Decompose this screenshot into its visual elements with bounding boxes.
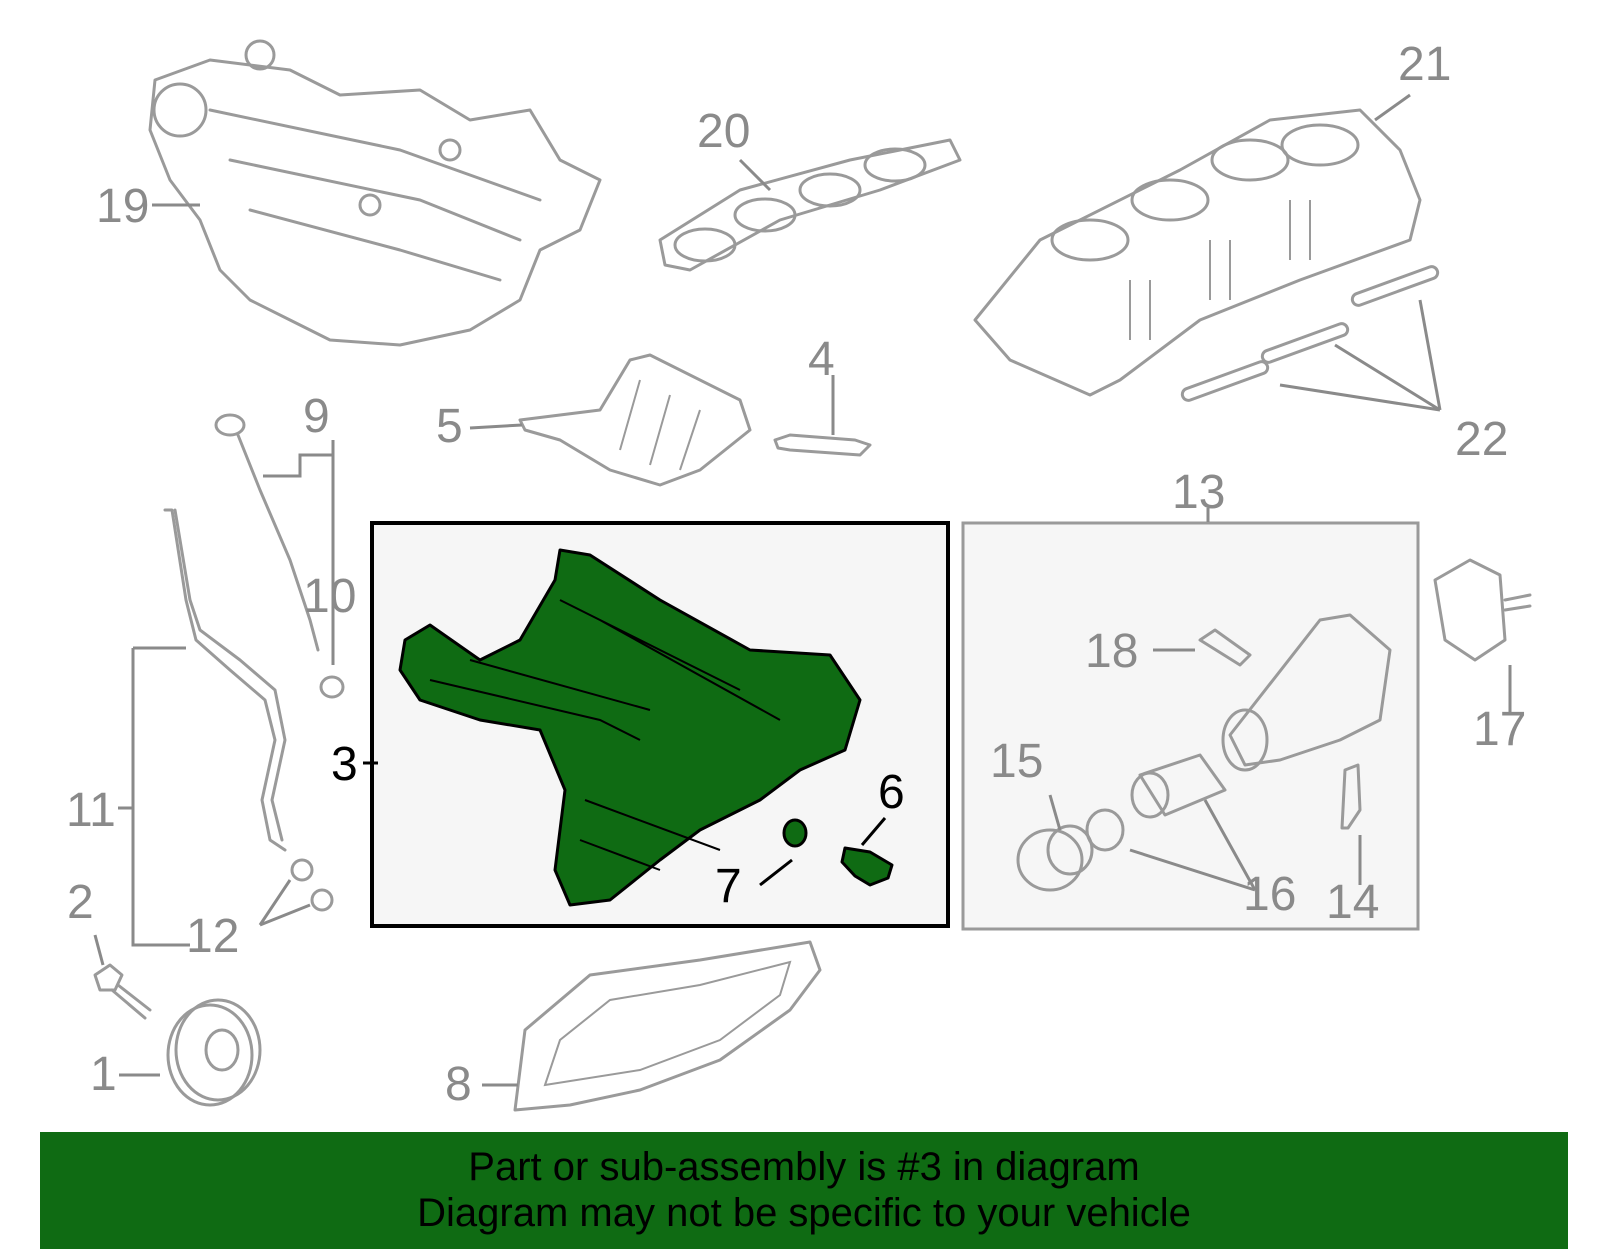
part-9-dipstick[interactable] — [214, 413, 320, 652]
callout-16[interactable]: 16 — [1243, 868, 1296, 921]
callout-2[interactable]: 2 — [67, 876, 94, 929]
notice-banner: Part or sub-assembly is #3 in diagram Di… — [40, 1132, 1568, 1249]
part-8-lower-oil-pan[interactable] — [513, 940, 822, 1112]
part-17-oil-cooler[interactable] — [1433, 558, 1532, 662]
callout-9[interactable]: 9 — [303, 390, 330, 443]
part-14-gasket[interactable] — [1340, 763, 1362, 830]
part-3-oil-pan[interactable] — [398, 548, 862, 907]
part-10-o-ring[interactable] — [319, 675, 345, 699]
part-11-dipstick-tube[interactable] — [163, 508, 287, 852]
banner-line-2: Diagram may not be specific to your vehi… — [417, 1191, 1191, 1235]
callout-19[interactable]: 19 — [96, 180, 149, 233]
callout-5[interactable]: 5 — [436, 400, 463, 453]
callout-20[interactable]: 20 — [697, 105, 750, 158]
part-2-bolt[interactable] — [93, 963, 152, 1020]
part-22-gaskets[interactable] — [1180, 265, 1440, 402]
callouts: 19 20 21 22 5 4 9 10 11 12 2 1 8 3 6 7 1… — [66, 38, 1526, 1111]
part-6-drain-plug[interactable] — [840, 846, 894, 887]
callout-21[interactable]: 21 — [1398, 38, 1451, 91]
callout-17[interactable]: 17 — [1473, 703, 1526, 756]
callout-10[interactable]: 10 — [303, 570, 356, 623]
callout-14[interactable]: 14 — [1326, 876, 1379, 929]
callout-12[interactable]: 12 — [186, 910, 239, 963]
callout-6[interactable]: 6 — [878, 766, 905, 819]
part-18-gasket[interactable] — [1198, 628, 1252, 667]
part-20-intake-gasket[interactable] — [658, 138, 962, 272]
callout-11[interactable]: 11 — [66, 784, 116, 837]
callout-8[interactable]: 8 — [445, 1058, 472, 1111]
part-12-seals[interactable] — [290, 858, 334, 912]
part-7-washer[interactable] — [782, 818, 808, 848]
part-21-intake-manifold-lower[interactable] — [973, 108, 1422, 397]
leader-lines — [93, 93, 1512, 1087]
part-16-oil-filter[interactable] — [1085, 753, 1227, 852]
oil-filter-housing[interactable] — [1221, 613, 1392, 772]
part-1-pulley[interactable] — [166, 998, 262, 1107]
callout-4[interactable]: 4 — [808, 333, 835, 386]
part-15-filter-cap[interactable] — [1016, 824, 1094, 892]
callout-3[interactable]: 3 — [331, 738, 358, 791]
part-19-intake-manifold[interactable] — [148, 39, 602, 347]
callout-18[interactable]: 18 — [1085, 625, 1138, 678]
part-5-cover[interactable] — [518, 353, 752, 487]
callout-1[interactable]: 1 — [90, 1048, 117, 1101]
part-4-sealant-tube[interactable] — [773, 433, 872, 457]
callout-7[interactable]: 7 — [715, 860, 742, 913]
callout-22[interactable]: 22 — [1455, 413, 1508, 466]
callout-13[interactable]: 13 — [1172, 466, 1225, 519]
banner-line-1: Part or sub-assembly is #3 in diagram — [468, 1145, 1140, 1189]
group-frame-oil-filter — [961, 521, 1420, 931]
callout-15[interactable]: 15 — [990, 735, 1043, 788]
